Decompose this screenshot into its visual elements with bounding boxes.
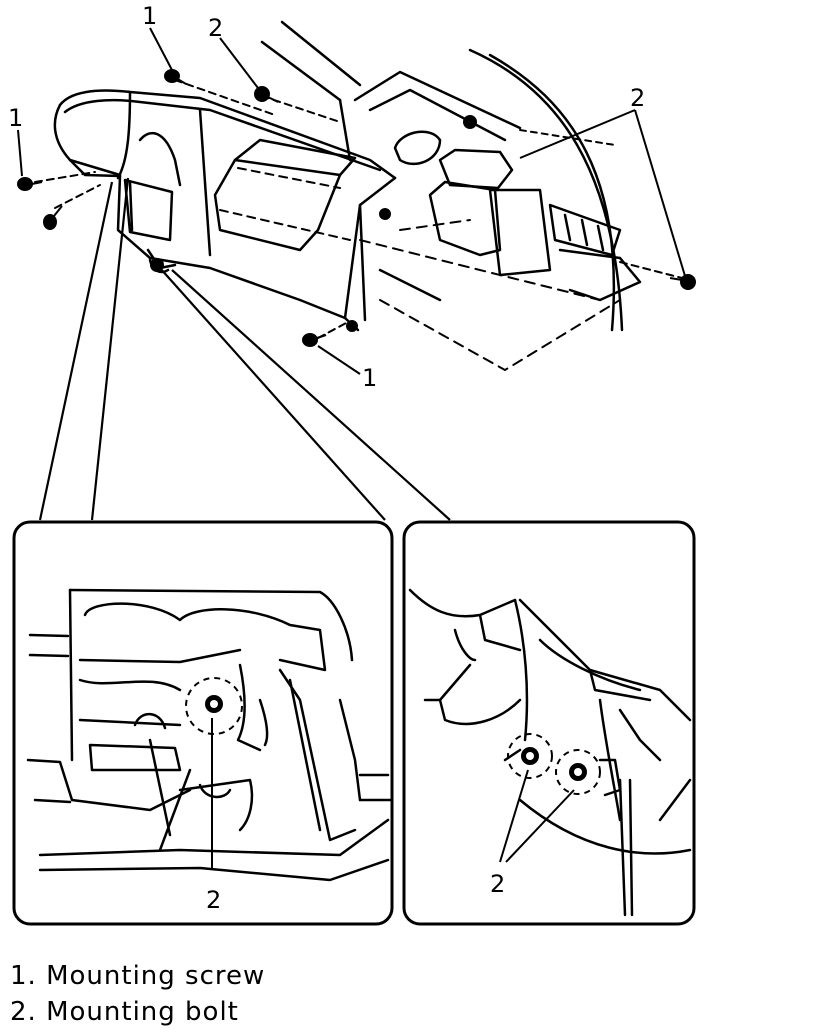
screw-icon (43, 205, 63, 230)
leader-lines (17, 27, 686, 375)
legend-item-mounting-screw: 1. Mounting screw (10, 961, 266, 991)
bolt-icon (463, 115, 477, 129)
leader-lines (499, 769, 575, 863)
bolt-icon (379, 208, 391, 220)
callout-number: 2 (490, 870, 505, 898)
screw-icon (164, 69, 187, 85)
bolt-icon (521, 747, 539, 765)
dashboard-assembly (34, 20, 683, 371)
callout-number: 2 (208, 14, 223, 42)
callout-number: 2 (630, 84, 645, 112)
bolt-icon (254, 86, 279, 103)
legend-item-mounting-bolt: 2. Mounting bolt (10, 997, 239, 1027)
legend: 1. Mounting screw 2. Mounting bolt (10, 958, 265, 1030)
inset-left (12, 520, 394, 926)
bolt-icon (569, 763, 587, 781)
inset-right (402, 520, 696, 926)
callout-number: 1 (362, 364, 377, 392)
highlight-circle (185, 677, 243, 735)
callout-number: 2 (206, 886, 221, 914)
highlight-circle (507, 733, 553, 779)
screw-icon (302, 333, 327, 347)
bolt-icon (205, 695, 223, 713)
bolt-icon (669, 274, 696, 290)
inset-connectors (38, 177, 451, 521)
bolt-icon (346, 320, 358, 332)
fasteners-main (17, 69, 696, 347)
screw-icon (17, 177, 43, 191)
callout-number: 1 (8, 104, 23, 132)
highlight-circle (555, 749, 601, 795)
callout-number: 1 (142, 2, 157, 30)
